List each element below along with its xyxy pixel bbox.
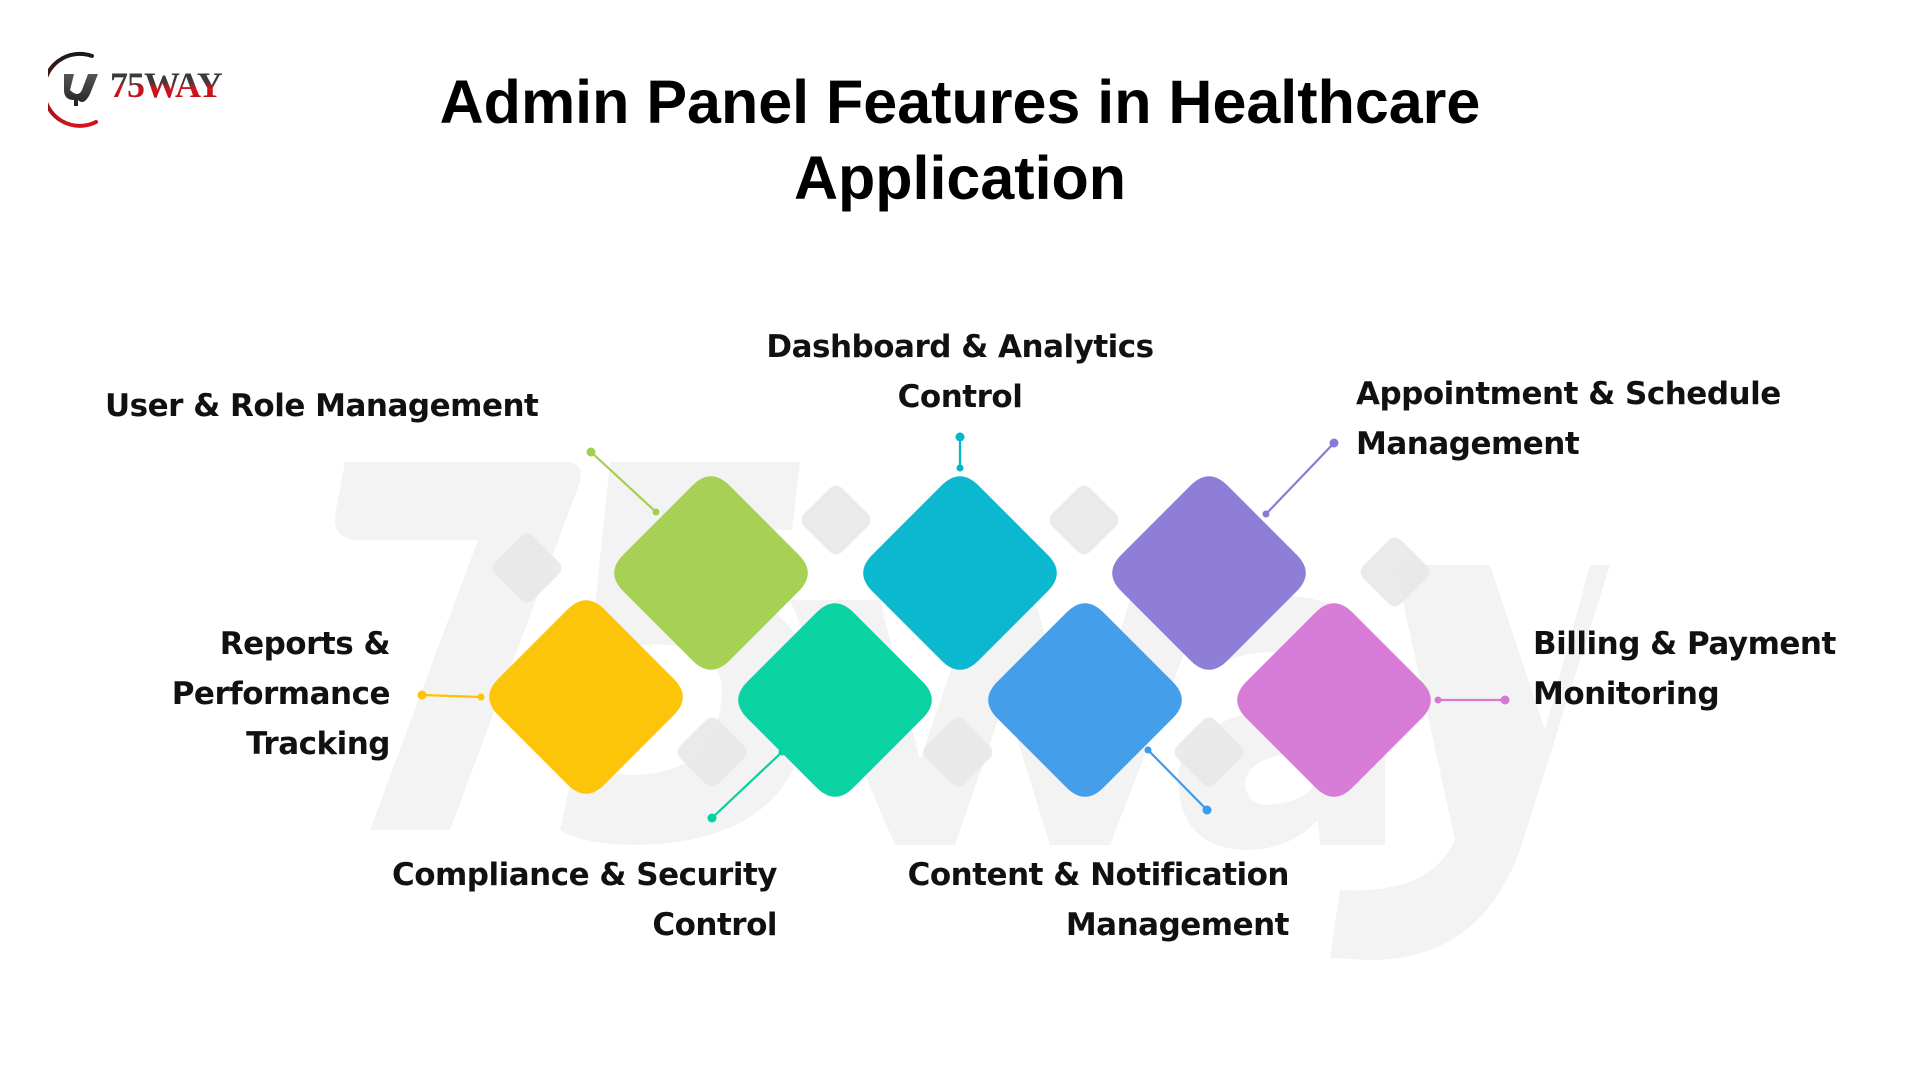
accent-diamond	[492, 533, 562, 603]
connector-dot-compliance-security	[707, 813, 717, 823]
connector-line-appointment-schedule	[1265, 442, 1335, 515]
watermark-glyph	[1330, 565, 1610, 960]
connector-dot-dashboard-analytics	[955, 432, 965, 442]
feature-diamond-compliance-security	[738, 603, 932, 797]
feature-diamond-dashboard-analytics	[863, 476, 1057, 670]
feature-label-reports-performance: Reports & Performance Tracking	[171, 626, 391, 762]
feature-label-compliance-security: Compliance & Security Control	[391, 857, 778, 943]
feature-diamond-user-role	[614, 476, 808, 670]
connector-line-compliance-security	[711, 751, 783, 819]
page-title-line-2: Application	[793, 144, 1127, 212]
connector-dot-appointment-schedule	[1329, 438, 1339, 448]
accent-diamond	[677, 717, 747, 787]
brand-logo: 75WAY	[48, 50, 258, 130]
page-title-line-1: Admin Panel Features in Healthcare	[439, 68, 1481, 136]
feature-diamond-reports-performance	[489, 600, 683, 794]
accent-diamond	[1049, 485, 1119, 555]
feature-diamond-content-notification	[988, 603, 1182, 797]
connector-dot-content-notification	[1202, 805, 1212, 815]
brand-name: 75WAY	[110, 65, 223, 105]
connector-dot-reports-performance	[477, 693, 485, 701]
connector-line-user-role	[590, 451, 657, 513]
accent-diamond	[923, 717, 993, 787]
connector-dot-user-role	[652, 508, 660, 516]
connector-line-reports-performance	[421, 693, 482, 699]
feature-diamonds	[489, 476, 1431, 797]
accent-diamond	[801, 485, 871, 555]
feature-label-content-notification: Content & Notification Management	[907, 857, 1290, 943]
accent-diamond	[1174, 717, 1244, 787]
connector-dot-content-notification	[1144, 746, 1152, 754]
accent-diamond	[1360, 537, 1430, 607]
accent-diamonds	[492, 485, 1430, 787]
feature-label-billing-payment: Billing & Payment Monitoring	[1533, 626, 1836, 712]
connector-dot-dashboard-analytics	[956, 464, 964, 472]
connector-dot-billing-payment	[1434, 696, 1442, 704]
connector-line-content-notification	[1147, 749, 1208, 811]
feature-diamond-billing-payment	[1237, 603, 1431, 797]
connector-dot-reports-performance	[417, 690, 427, 700]
page-title: Admin Panel Features in Healthcare Appli…	[360, 64, 1560, 216]
connector-dot-user-role	[586, 447, 596, 457]
connector-dot-appointment-schedule	[1262, 510, 1270, 518]
feature-label-appointment-schedule: Appointment & Schedule Management	[1356, 376, 1781, 462]
75way-monogram-icon	[48, 51, 98, 128]
feature-diamond-appointment-schedule	[1112, 476, 1306, 670]
feature-label-user-role: User & Role Management	[105, 388, 539, 424]
feature-label-dashboard-analytics: Dashboard & Analytics Control	[766, 329, 1154, 415]
connector-dot-billing-payment	[1500, 695, 1510, 705]
